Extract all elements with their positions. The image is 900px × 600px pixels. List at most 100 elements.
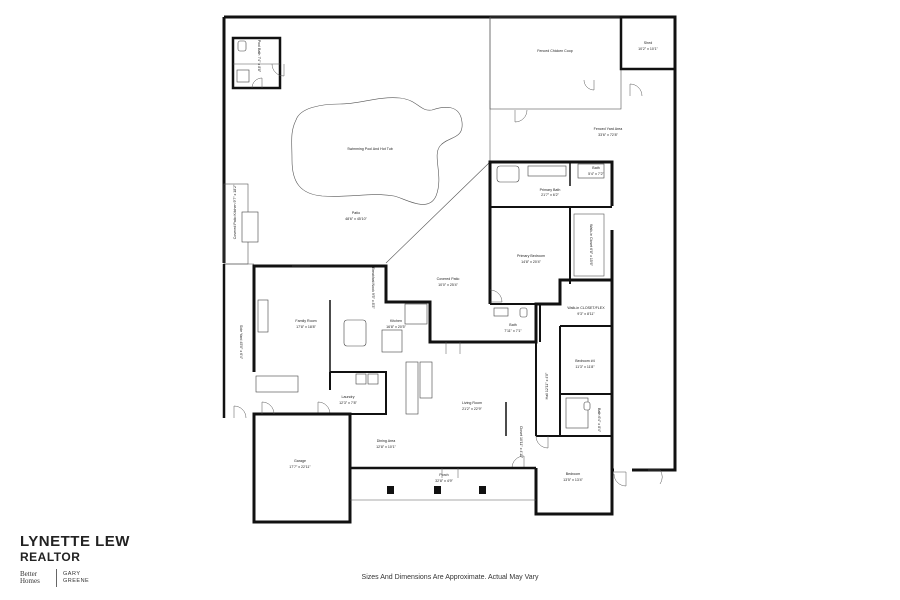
garage-side-door bbox=[261, 401, 275, 415]
brokerage-logos: Better Homes GARY GREENE bbox=[20, 569, 150, 587]
pool-bath-door bbox=[271, 63, 285, 77]
house-exterior-wall bbox=[252, 264, 614, 516]
porch-dims: 32'8" x 4'9" bbox=[435, 479, 453, 483]
side-gate-right bbox=[613, 471, 627, 487]
shed-door bbox=[629, 83, 643, 97]
bath-top-label: Bath bbox=[592, 166, 599, 170]
bedroom4-dims: 11'3" x 11'8" bbox=[575, 365, 595, 369]
closet-door bbox=[511, 455, 525, 469]
primary-wing-wall bbox=[488, 160, 614, 304]
kitchen-island bbox=[343, 319, 367, 347]
primary-vanity bbox=[527, 165, 567, 177]
bhg-logo: Better Homes bbox=[20, 569, 57, 587]
front-door bbox=[441, 468, 459, 478]
patio-dims: 48'6" x 45'10" bbox=[345, 217, 367, 221]
lot-boundary bbox=[224, 15, 677, 472]
patio-edge bbox=[385, 161, 491, 264]
porch-column-2 bbox=[434, 486, 441, 494]
pool-bath-door-2 bbox=[251, 77, 263, 89]
primary-bath-label: Primary Bath bbox=[540, 188, 561, 192]
brokerage-name-line1: GARY bbox=[63, 571, 81, 577]
kitchen-counter-l bbox=[381, 329, 403, 353]
flex-closet-label: Walk-in CLOSET/FLEX bbox=[567, 306, 605, 310]
swimming-pool-outline bbox=[291, 97, 463, 205]
dining-area-label: Dining Area bbox=[377, 439, 396, 443]
brokerage-name: GARY GREENE bbox=[63, 571, 89, 585]
porch-column-1 bbox=[387, 486, 394, 494]
agent-branding: LYNETTE LEW REALTOR Better Homes GARY GR… bbox=[20, 534, 150, 587]
disclaimer-note: Sizes And Dimensions Are Approximate. Ac… bbox=[361, 574, 539, 581]
side-yard-label: Side Yard 45'0" x 6'4" bbox=[239, 325, 243, 360]
living-room-dims: 21'2" x 22'9" bbox=[462, 407, 482, 411]
pool-bath-toilet bbox=[237, 40, 247, 52]
garage-label: Garage bbox=[294, 459, 306, 463]
bath-mid-dims: 7'11" x 7'1" bbox=[504, 329, 522, 333]
primary-shower bbox=[577, 163, 605, 179]
kitchen-counter-top bbox=[404, 303, 428, 325]
laundry-door bbox=[317, 401, 331, 415]
bedroom-dims: 13'5" x 13'4" bbox=[563, 478, 583, 482]
bedroom4-label: Bedroom #4 bbox=[575, 359, 595, 363]
laundry-dryer bbox=[367, 373, 379, 385]
pool-bath-walls bbox=[231, 36, 282, 90]
primary-bedroom-door bbox=[489, 289, 503, 303]
dining-area-dims: 12'8" x 10'1" bbox=[376, 445, 396, 449]
bath-mid-label: Bath bbox=[509, 323, 516, 327]
hall-label: Hall 12'11" x 4'0" bbox=[545, 372, 549, 399]
kitchen-dims: 16'8" x 20'5" bbox=[386, 325, 406, 329]
small-bath-box bbox=[565, 397, 589, 429]
coop-door bbox=[583, 79, 595, 91]
porch-column-3 bbox=[479, 486, 486, 494]
porch-label: Porch bbox=[439, 473, 448, 477]
living-builtin-2 bbox=[419, 361, 433, 399]
pool-label: Swimming Pool And Hot Tub bbox=[347, 147, 393, 151]
fenced-yard-label: Fenced Yard Area bbox=[594, 127, 623, 131]
closet-label: Closet 10'11" x 4'11" bbox=[519, 426, 523, 459]
bedroom-door bbox=[535, 435, 549, 449]
bedroom-label: Bedroom bbox=[566, 472, 581, 476]
yard-gate bbox=[514, 109, 528, 123]
fireplace bbox=[257, 299, 269, 333]
family-room-label: Family Room bbox=[295, 319, 316, 323]
pool-bath-sink bbox=[236, 69, 250, 83]
laundry-walls bbox=[329, 371, 387, 415]
laundry-dims: 12'3" x 7'8" bbox=[339, 401, 357, 405]
kitchen-label: Kitchen bbox=[390, 319, 402, 323]
patio-kitchen-counter bbox=[241, 211, 259, 243]
bhg-logo-line1: Better bbox=[20, 570, 38, 578]
shed-walls bbox=[619, 15, 677, 71]
garage-walls bbox=[252, 412, 352, 524]
covered-patio-dims: 10'0" x 25'4" bbox=[438, 283, 458, 287]
covered-patio-label: Covered Patio bbox=[437, 277, 460, 281]
flex-closet-dims: 9'3" x 8'11" bbox=[577, 312, 595, 316]
side-gate-right-2 bbox=[648, 469, 663, 485]
primary-bath-dims: 21'7" x 6'2" bbox=[541, 193, 559, 197]
garage-dims: 17'7" x 22'11" bbox=[289, 465, 311, 469]
bathtub bbox=[496, 165, 520, 183]
living-builtin-1 bbox=[405, 361, 419, 415]
agent-title: REALTOR bbox=[20, 550, 81, 564]
bath-top-dims: 5'4" x 7'2" bbox=[588, 172, 604, 176]
pool-bath-label: Pool Bath 7'4" x 8'8" bbox=[257, 40, 261, 73]
family-room-dims: 17'8" x 18'8" bbox=[296, 325, 316, 329]
chicken-coop-fence bbox=[489, 16, 622, 110]
shed-label: Shed bbox=[644, 41, 652, 45]
bath-small-label: Bath 6'4" x 8'4" bbox=[597, 408, 601, 433]
chicken-coop-label: Fenced Chicken Coop bbox=[537, 49, 573, 53]
laundry-label: Laundry bbox=[342, 395, 355, 399]
small-bath-toilet bbox=[583, 401, 591, 411]
walk-in-closet-rack bbox=[573, 213, 605, 277]
agent-name: LYNETTE LEW bbox=[20, 533, 130, 550]
patio-kitchen-label: Covered Patio Kitchen 9'7" x 18'2" bbox=[233, 184, 237, 239]
living-patio-door bbox=[445, 342, 461, 354]
laundry-washer bbox=[355, 373, 367, 385]
side-yard-gate bbox=[233, 405, 247, 419]
walk-in-closet-label: Walk-in Closet 6'8" x 15'6" bbox=[589, 224, 593, 266]
bath-mid-toilet bbox=[519, 307, 528, 318]
primary-bedroom-dims: 14'8" x 20'4" bbox=[521, 260, 541, 264]
primary-bedroom-label: Primary Bedroom bbox=[517, 254, 545, 258]
shed-dims: 10'2" x 10'1" bbox=[638, 47, 658, 51]
bath-mid-vanity bbox=[493, 307, 509, 317]
bhg-logo-line2: Homes bbox=[20, 577, 40, 585]
living-room-label: Living Room bbox=[462, 401, 482, 405]
